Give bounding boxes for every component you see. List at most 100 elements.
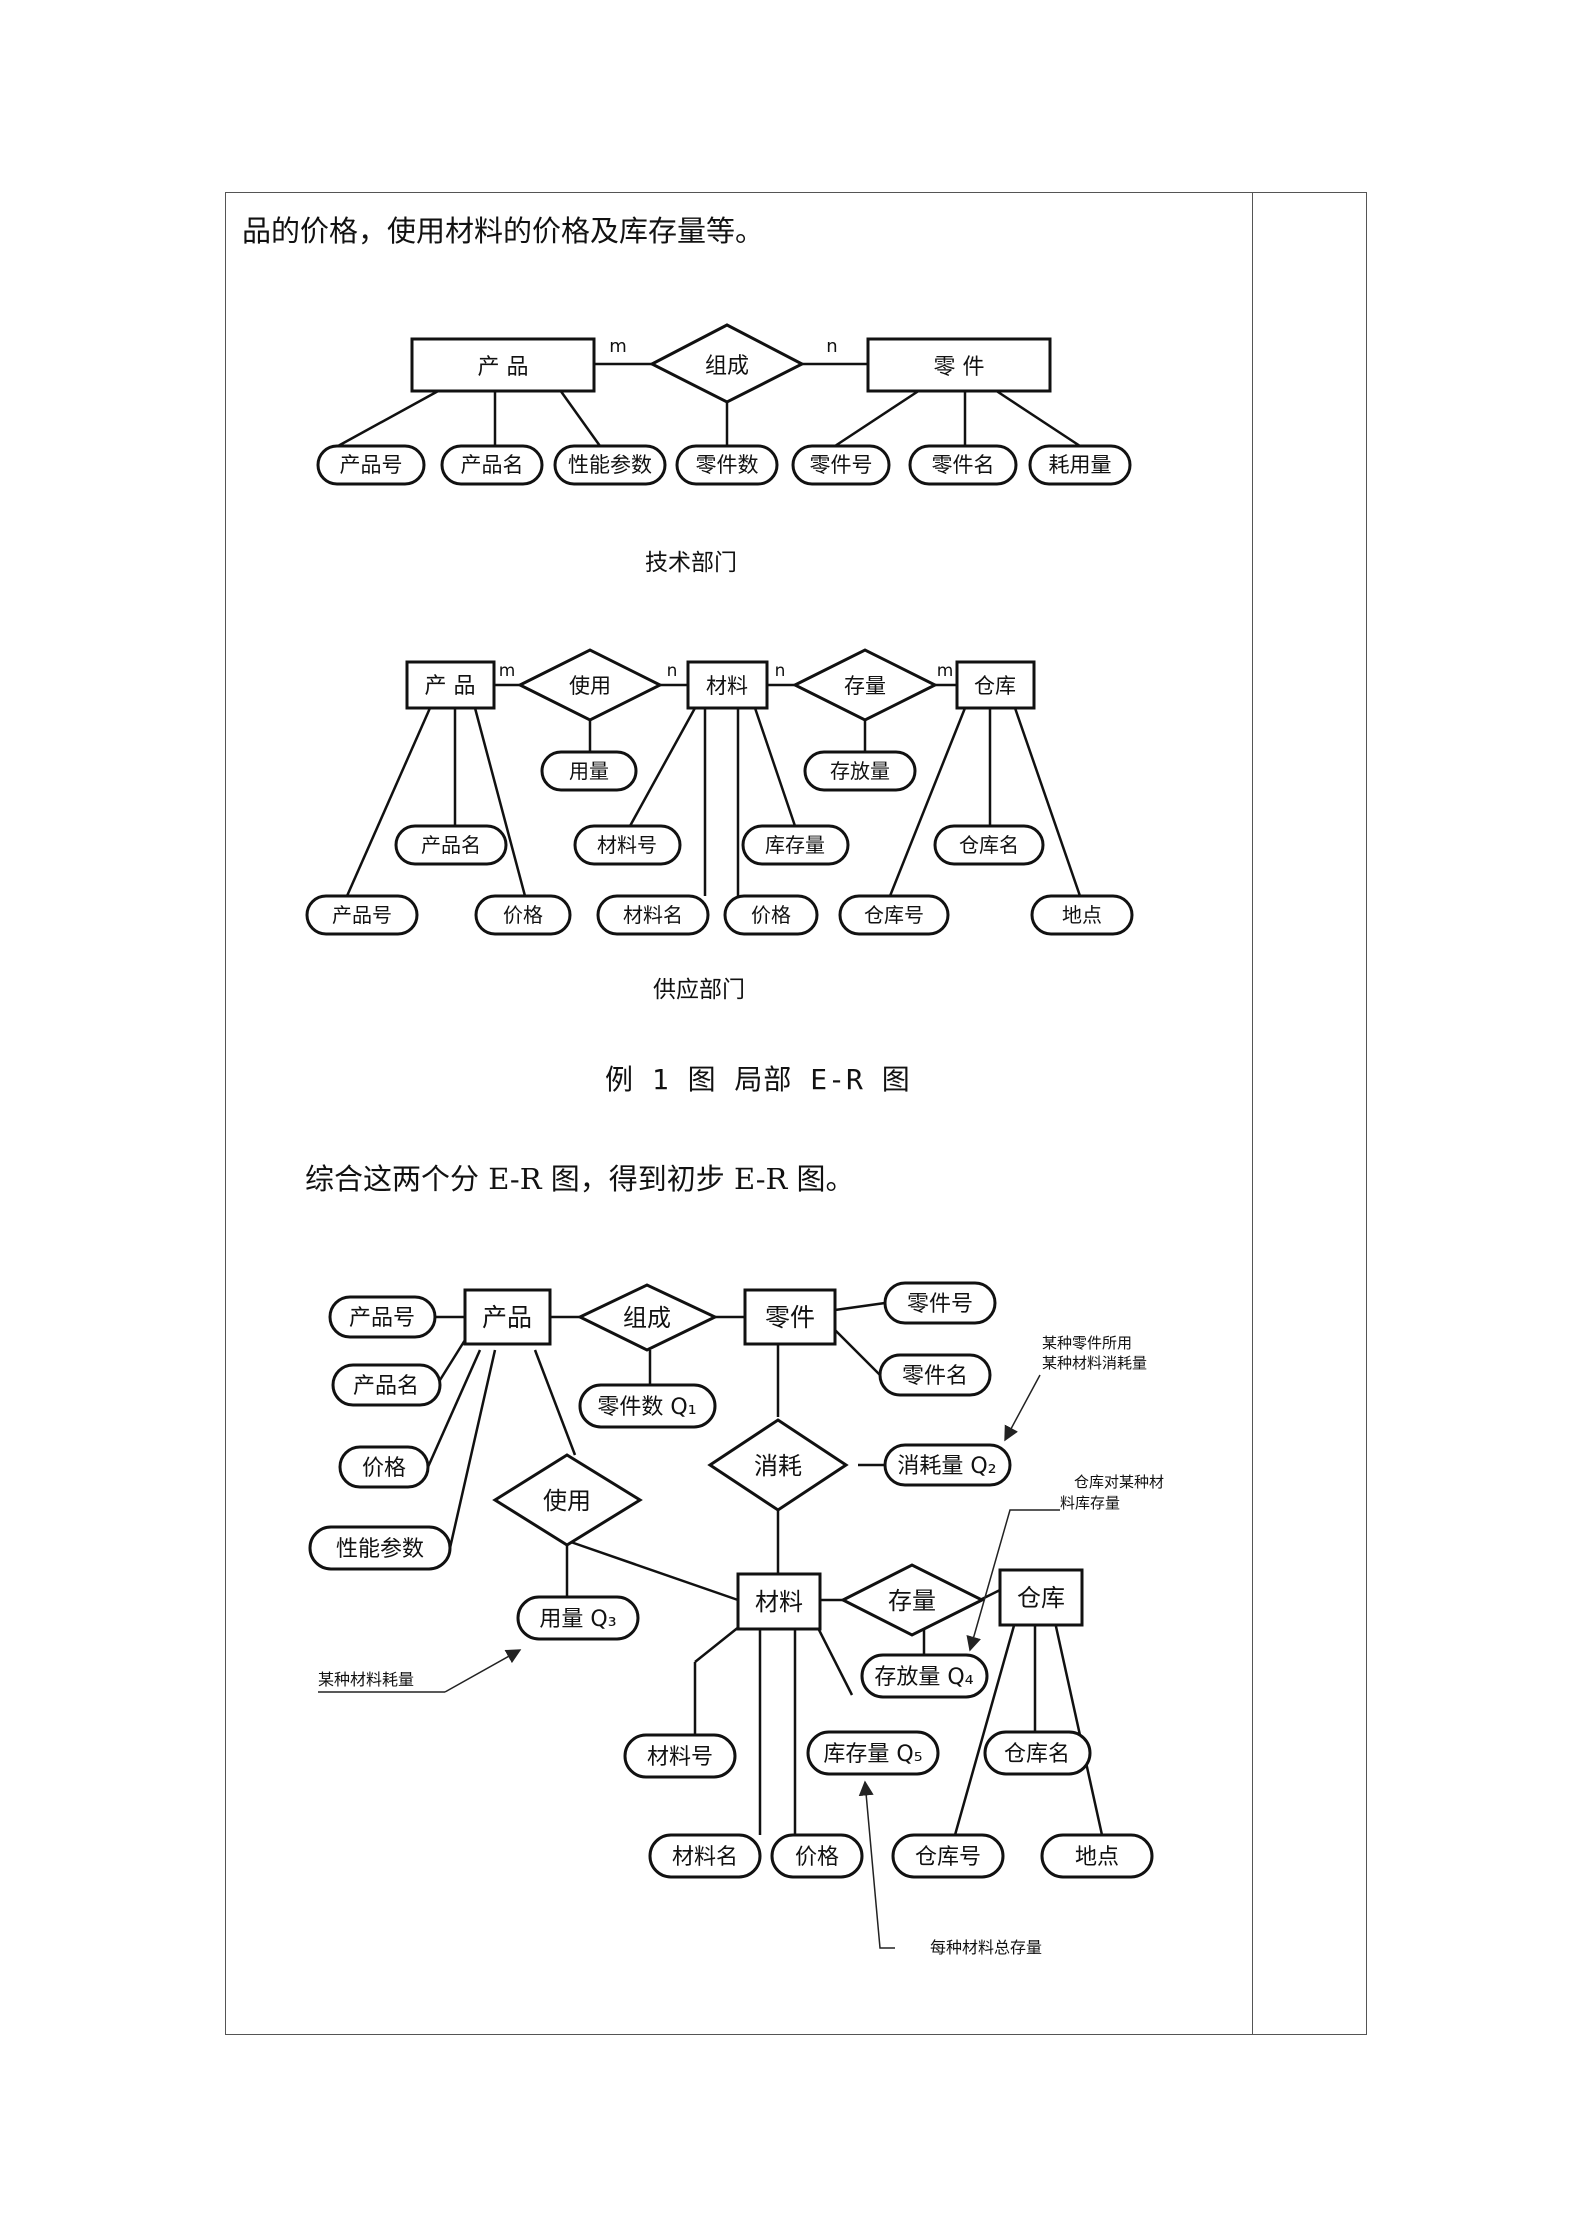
tech-entity-product — [410, 337, 596, 393]
combined-rel-compose — [576, 1283, 719, 1352]
supply-rel-stock-label: 存量 — [844, 674, 886, 698]
note-q2-line2: 某种材料消耗量 — [1042, 1354, 1147, 1372]
combined-attr-inventory-label: 库存量 Q₅ — [823, 1742, 922, 1767]
combined-attr-part-name-label: 零件名 — [902, 1364, 968, 1389]
tech-entity-part — [866, 337, 1052, 393]
supply-attr-warehouse-name — [933, 824, 1045, 866]
tech-attr-4 — [791, 444, 891, 486]
supply-attr-material-no-label: 材料号 — [597, 833, 657, 857]
combined-attr-material-no — [623, 1733, 737, 1779]
combined-attr-consume-amount — [883, 1443, 1012, 1487]
intro-line: 品的价格，使用材料的价格及库存量等。 — [242, 214, 765, 248]
tech-attr-6 — [1028, 444, 1132, 486]
supply-attr-warehouse-no-label: 仓库号 — [864, 903, 924, 927]
combined-attr-product-no-label: 产品号 — [349, 1306, 415, 1331]
tech-rel-compose — [648, 323, 806, 404]
combined-rel-compose-label: 组成 — [623, 1304, 671, 1332]
supply-attr-warehouse-no — [838, 894, 950, 936]
annotation-q5: 每种材料总存量 — [858, 1780, 1042, 1957]
annotation-q4: 仓库对某种材 料库存量 — [966, 1473, 1164, 1652]
tech-attr-3-label: 零件数 — [696, 453, 759, 477]
combined-attr-inventory — [806, 1730, 940, 1776]
tech-attr-2-label: 性能参数 — [568, 453, 652, 477]
tech-attr-4-label: 零件号 — [810, 453, 873, 477]
note-q4-line2: 料库存量 — [1060, 1494, 1120, 1512]
combined-attr-warehouse-name — [983, 1730, 1092, 1776]
combined-attr-product-name — [331, 1363, 442, 1407]
supply-attr-product-no — [305, 894, 419, 936]
tech-attr-2 — [553, 444, 667, 486]
combined-attr-material-name — [648, 1833, 762, 1879]
combined-rel-consume-label: 消耗 — [754, 1452, 802, 1480]
tech-attr-0 — [316, 444, 426, 486]
supply-rel-stock — [791, 648, 939, 722]
combined-attr-warehouse-no — [891, 1833, 1005, 1879]
supply-attr-material-price — [723, 894, 819, 936]
supply-diagram-caption: 供应部门 — [653, 977, 745, 1003]
supply-card-stock-warehouse: m — [937, 661, 954, 681]
supply-rel-use-label: 使用 — [569, 674, 611, 698]
tech-attr-5 — [908, 444, 1018, 486]
combined-attr-price-label: 价格 — [362, 1456, 406, 1481]
figure-caption: 例 1 图 局部 E-R 图 — [605, 1063, 911, 1096]
combined-rel-consume — [707, 1418, 849, 1512]
note-q3-arrow — [444, 1649, 522, 1693]
tech-rel-compose-label: 组成 — [705, 354, 749, 379]
combined-attr-use-amount — [516, 1595, 640, 1641]
tech-card-m: m — [609, 336, 627, 357]
table-frame — [225, 192, 1367, 2035]
combined-attr-stock-amount-label: 存放量 Q₄ — [874, 1665, 973, 1690]
supply-entity-material — [686, 660, 769, 710]
tech-entity-product-label: 产 品 — [478, 355, 529, 380]
combined-entity-part-label: 零件 — [765, 1303, 815, 1332]
note-q2-arrow — [1004, 1374, 1041, 1442]
combined-attr-perf — [308, 1525, 452, 1571]
combined-attr-material-name-label: 材料名 — [672, 1845, 738, 1870]
tech-attr-1-label: 产品名 — [461, 453, 524, 477]
combined-rel-use-label: 使用 — [543, 1487, 591, 1515]
table-right-column-divider — [1252, 192, 1253, 2035]
combined-attr-perf-label: 性能参数 — [336, 1537, 424, 1562]
tech-diagram: 产 品 组成 零 件 m n 产品号 产品名 性能参数 零件数 零件号 零件名 … — [316, 323, 1132, 486]
supply-diagram: 产 品 使用 材料 存量 仓库 m n n m 用量 存放量 产品名 材料号 库… — [305, 648, 1134, 936]
supply-attr-inventory — [741, 824, 850, 866]
supply-attr-use-amount — [540, 750, 638, 792]
supply-entity-product — [405, 660, 496, 710]
combined-attr-use-amount-label: 用量 Q₃ — [539, 1607, 616, 1632]
supply-attr-stock-amount-label: 存放量 — [830, 759, 890, 783]
combined-attr-part-count-label: 零件数 Q₁ — [597, 1395, 696, 1420]
note-q2-line1: 某种零件所用 — [1042, 1334, 1132, 1352]
supply-attr-material-name — [596, 894, 710, 936]
supply-attr-product-name-label: 产品名 — [421, 833, 481, 857]
combined-attr-product-name-label: 产品名 — [353, 1374, 419, 1399]
supply-entity-product-label: 产 品 — [425, 674, 476, 699]
combined-entity-product — [463, 1288, 552, 1346]
supply-entity-warehouse — [955, 660, 1036, 710]
supply-entity-material-label: 材料 — [706, 674, 748, 698]
summary-line: 综合这两个分 E-R 图，得到初步 E-R 图。 — [305, 1162, 855, 1196]
combined-attr-part-count — [578, 1383, 717, 1429]
combined-attr-part-name — [878, 1353, 992, 1397]
tech-attr-5-label: 零件名 — [932, 453, 995, 477]
combined-attr-part-no-label: 零件号 — [907, 1292, 973, 1317]
supply-attr-location — [1030, 894, 1134, 936]
combined-attr-stock-amount — [860, 1653, 989, 1699]
supply-attr-product-price — [474, 894, 572, 936]
combined-entity-warehouse — [998, 1568, 1084, 1627]
tech-diagram-caption: 技术部门 — [645, 550, 737, 576]
tech-card-n: n — [826, 336, 837, 357]
supply-entity-warehouse-label: 仓库 — [974, 674, 1016, 698]
note-q5: 每种材料总存量 — [930, 1938, 1042, 1957]
combined-diagram: 产品 组成 零件 消耗 使用 材料 存量 仓库 产品号 产品名 价格 性能参数 … — [308, 1281, 1164, 1957]
supply-attr-product-price-label: 价格 — [503, 903, 543, 927]
note-q5-arrow — [858, 1780, 895, 1949]
supply-attr-material-name-label: 材料名 — [623, 903, 683, 927]
combined-attr-product-no — [328, 1295, 437, 1339]
combined-entity-product-label: 产品 — [482, 1303, 532, 1332]
combined-attr-material-no-label: 材料号 — [647, 1745, 713, 1770]
combined-entity-warehouse-label: 仓库 — [1017, 1584, 1065, 1612]
supply-attr-location-label: 地点 — [1062, 903, 1102, 927]
supply-attr-warehouse-name-label: 仓库名 — [959, 833, 1019, 857]
combined-entity-material-label: 材料 — [755, 1588, 803, 1616]
